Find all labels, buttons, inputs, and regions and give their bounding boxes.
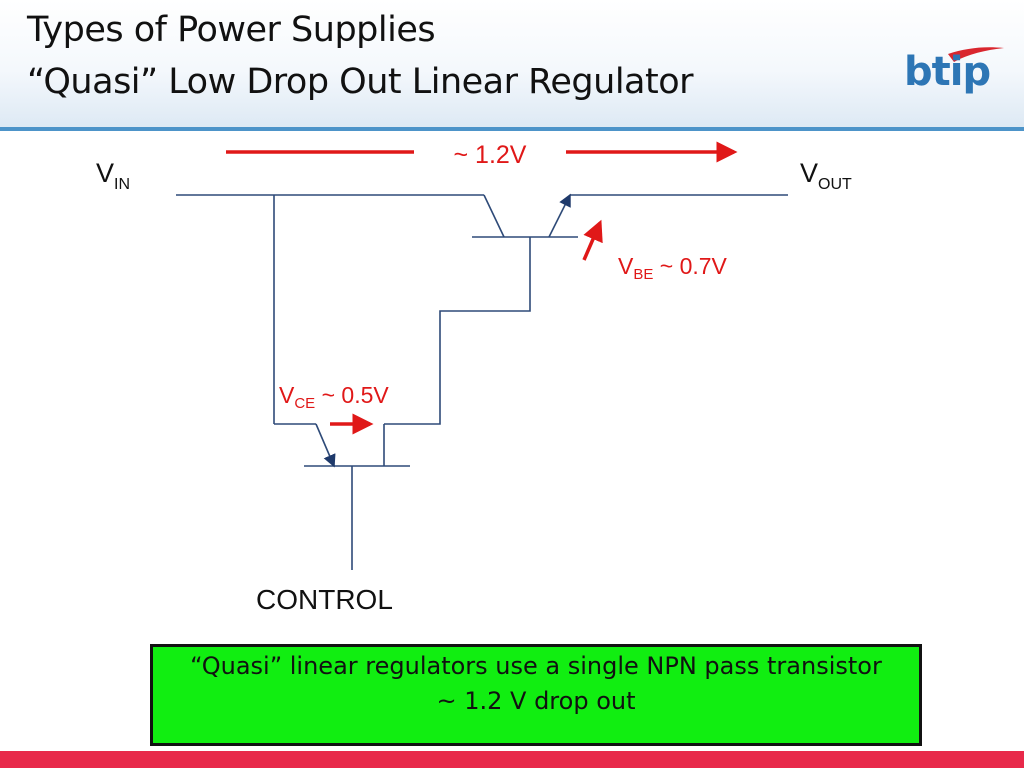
footer-bar	[0, 751, 1024, 768]
vce-label-value: ~ 0.5V	[315, 382, 389, 408]
voltage-arrows	[226, 141, 738, 435]
logo-text: btip	[904, 49, 991, 95]
driver-emitter-lead	[315, 423, 336, 468]
vce-label: VCE ~ 0.5V	[279, 382, 389, 412]
control-label: CONTROL	[256, 584, 393, 615]
vin-label-main: V	[96, 158, 114, 188]
header-rule	[0, 127, 1024, 131]
title-line-1: Types of Power Supplies	[27, 10, 436, 50]
driver-to-pass-base-wire	[384, 237, 531, 425]
vce-label-sub: CE	[294, 395, 315, 412]
title-line-2: “Quasi” Low Drop Out Linear Regulator	[27, 62, 694, 102]
callout-text: “Quasi” linear regulators use a single N…	[190, 652, 882, 715]
vin-label-sub: IN	[114, 176, 130, 193]
slide-title: Types of Power Supplies “Quasi” Low Drop…	[27, 4, 694, 108]
vbe-label: VBE ~ 0.7V	[618, 253, 728, 283]
dropout-voltage-label: ~ 1.2V	[454, 141, 527, 169]
callout-box: “Quasi” linear regulators use a single N…	[150, 644, 922, 746]
pass-transistor-npn	[472, 193, 578, 238]
vce-label-main: V	[279, 382, 295, 408]
pass-collector-lead	[483, 194, 505, 238]
vbe-arrow	[582, 219, 603, 261]
pass-emitter-lead	[548, 193, 571, 238]
slide-header	[0, 0, 1024, 128]
logo-swoosh-icon	[948, 47, 1004, 62]
vout-label-sub: OUT	[818, 176, 852, 193]
vbe-label-sub: BE	[633, 266, 653, 283]
vbe-label-value: ~ 0.7V	[653, 253, 727, 279]
btip-logo: btip	[904, 40, 1008, 104]
circuit-wires	[176, 194, 788, 570]
driver-transistor-npn	[304, 423, 410, 468]
vbe-label-main: V	[618, 253, 634, 279]
vout-label-main: V	[800, 158, 818, 188]
vin-label: VIN	[96, 158, 130, 193]
quasi-ldo-circuit-diagram: VIN VOUT ~ 1.2V VBE ~ 0.7V VCE ~ 0.5V CO…	[96, 141, 852, 615]
vout-label: VOUT	[800, 158, 852, 193]
